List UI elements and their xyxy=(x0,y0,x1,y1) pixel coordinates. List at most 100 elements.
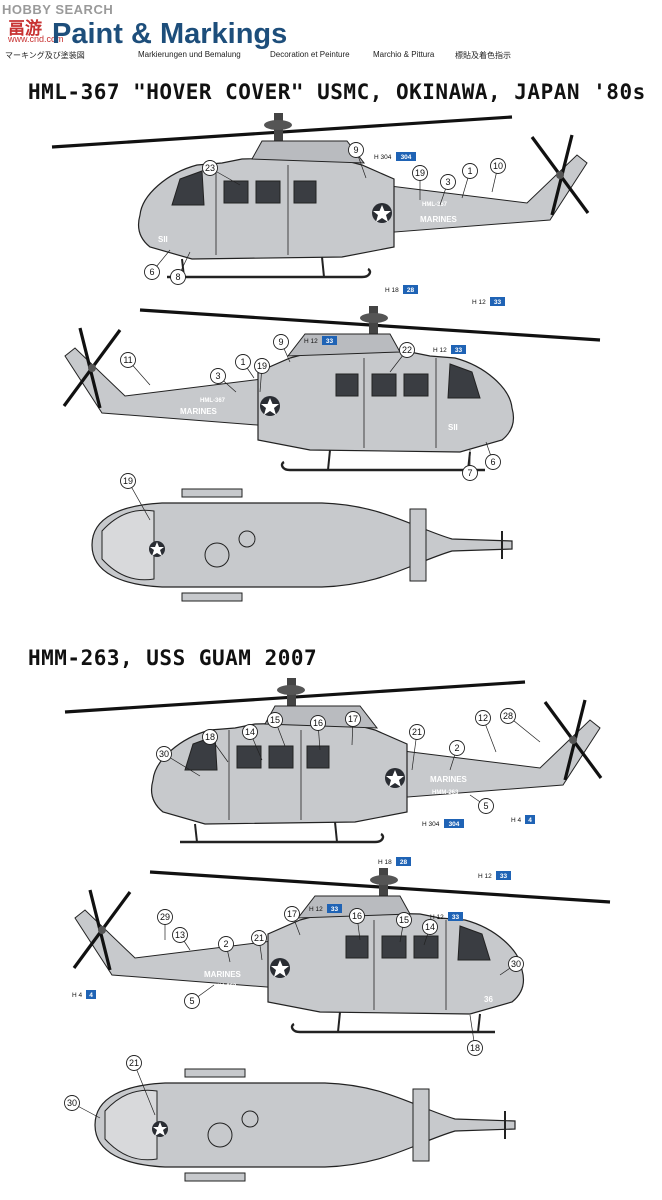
svg-text:21: 21 xyxy=(412,727,422,737)
part-callout-2: 2 xyxy=(218,936,234,963)
svg-text:3: 3 xyxy=(445,177,450,187)
part-callout-30: 30 xyxy=(499,956,524,976)
svg-text:304: 304 xyxy=(449,821,460,828)
svg-text:19: 19 xyxy=(123,476,133,486)
hml367-left-side-view xyxy=(50,111,590,279)
svg-text:10: 10 xyxy=(493,161,503,171)
part-callout-11: 11 xyxy=(120,352,151,386)
part-callout-7: 7 xyxy=(462,450,478,481)
section-title-hml367: HML-367 "HOVER COVER" USMC, OKINAWA, JAP… xyxy=(28,80,646,104)
part-callout-30: 30 xyxy=(156,746,201,777)
part-callout-1: 1 xyxy=(461,163,478,199)
subtitle-chinese: 標貼及着色指示 xyxy=(455,51,511,60)
part-callout-13: 13 xyxy=(172,927,191,951)
part-callout-18: 18 xyxy=(467,1014,483,1056)
nose-marking: SII xyxy=(448,423,458,432)
svg-text:28: 28 xyxy=(407,287,415,294)
part-callout-21: 21 xyxy=(251,930,267,961)
svg-text:2: 2 xyxy=(223,939,228,949)
svg-text:19: 19 xyxy=(257,361,267,371)
svg-text:H 304: H 304 xyxy=(374,154,392,161)
part-callout-14: 14 xyxy=(242,724,263,761)
page-title: Paint & Markings xyxy=(52,18,288,50)
watermark-url: www.cnd.com xyxy=(8,34,64,44)
color-code-H12: H 12 33 xyxy=(304,336,337,345)
svg-text:7: 7 xyxy=(467,468,472,478)
svg-text:9: 9 xyxy=(353,145,358,155)
svg-text:9: 9 xyxy=(278,337,283,347)
part-callout-9: 9 xyxy=(273,334,291,363)
svg-text:H 12: H 12 xyxy=(472,299,486,306)
svg-text:H 12: H 12 xyxy=(433,347,447,354)
svg-text:17: 17 xyxy=(348,714,358,724)
part-callout-15: 15 xyxy=(267,712,286,747)
svg-text:H 304: H 304 xyxy=(422,821,440,828)
hmm263-right-side-view xyxy=(72,866,612,1034)
color-code-H304: H 304 304 xyxy=(422,819,464,828)
part-callout-18: 18 xyxy=(202,729,229,763)
svg-text:3: 3 xyxy=(215,371,220,381)
part-callout-3: 3 xyxy=(210,368,237,393)
watermark-logo-text: 畐游 xyxy=(8,19,42,39)
svg-text:29: 29 xyxy=(160,912,170,922)
svg-text:30: 30 xyxy=(159,749,169,759)
section-title-hmm263: HMM-263, USS GUAM 2007 xyxy=(28,646,318,670)
subtitle-french: Decoration et Peinture xyxy=(270,50,350,59)
svg-text:4: 4 xyxy=(89,992,93,999)
svg-text:H 12: H 12 xyxy=(478,873,492,880)
part-callout-19: 19 xyxy=(254,358,270,393)
svg-text:5: 5 xyxy=(189,996,194,1006)
color-code-H4: H 4 4 xyxy=(72,990,96,999)
part-callout-16: 16 xyxy=(349,908,365,941)
svg-text:304: 304 xyxy=(401,154,412,161)
svg-text:21: 21 xyxy=(254,933,264,943)
part-callout-8: 8 xyxy=(170,251,191,285)
svg-text:H 4: H 4 xyxy=(511,817,522,824)
part-callout-19: 19 xyxy=(120,473,151,521)
svg-text:33: 33 xyxy=(452,914,460,921)
squadron-marking: HML-367 xyxy=(422,202,448,208)
svg-text:15: 15 xyxy=(399,915,409,925)
color-code-H304: H 304 304 xyxy=(374,152,416,161)
subtitle-italian: Marchio & Pittura xyxy=(373,50,435,59)
part-callout-15: 15 xyxy=(396,912,412,943)
part-callout-23: 23 xyxy=(202,160,241,186)
svg-text:H 4: H 4 xyxy=(72,992,83,999)
hmm263-top-view xyxy=(94,1068,516,1182)
squadron-marking: HML-367 xyxy=(200,398,226,404)
svg-text:33: 33 xyxy=(326,338,334,345)
svg-text:21: 21 xyxy=(129,1058,139,1068)
part-callout-22: 22 xyxy=(389,342,415,373)
hml367-top-view xyxy=(91,488,513,602)
marines-marking: MARINES xyxy=(204,970,242,979)
part-callout-14: 14 xyxy=(422,919,438,946)
part-callout-17: 17 xyxy=(345,711,361,746)
svg-text:30: 30 xyxy=(511,959,521,969)
svg-text:14: 14 xyxy=(245,727,255,737)
svg-text:14: 14 xyxy=(425,922,435,932)
part-callout-29: 29 xyxy=(157,909,173,940)
svg-text:12: 12 xyxy=(478,713,488,723)
nose-marking: 36 xyxy=(484,995,493,1004)
subtitle-german: Markierungen und Bemalung xyxy=(138,50,241,59)
svg-text:H 12: H 12 xyxy=(304,338,318,345)
part-callout-3: 3 xyxy=(439,174,456,206)
marines-marking: MARINES xyxy=(420,215,458,224)
color-code-H4: H 4 4 xyxy=(511,815,535,824)
svg-text:6: 6 xyxy=(490,457,495,467)
svg-text:4: 4 xyxy=(528,817,532,824)
svg-text:2: 2 xyxy=(454,743,459,753)
svg-text:15: 15 xyxy=(270,715,280,725)
svg-text:23: 23 xyxy=(205,163,215,173)
part-callout-5: 5 xyxy=(469,794,494,814)
svg-text:13: 13 xyxy=(175,930,185,940)
hml367-right-side-view xyxy=(62,304,602,472)
svg-text:18: 18 xyxy=(205,732,215,742)
